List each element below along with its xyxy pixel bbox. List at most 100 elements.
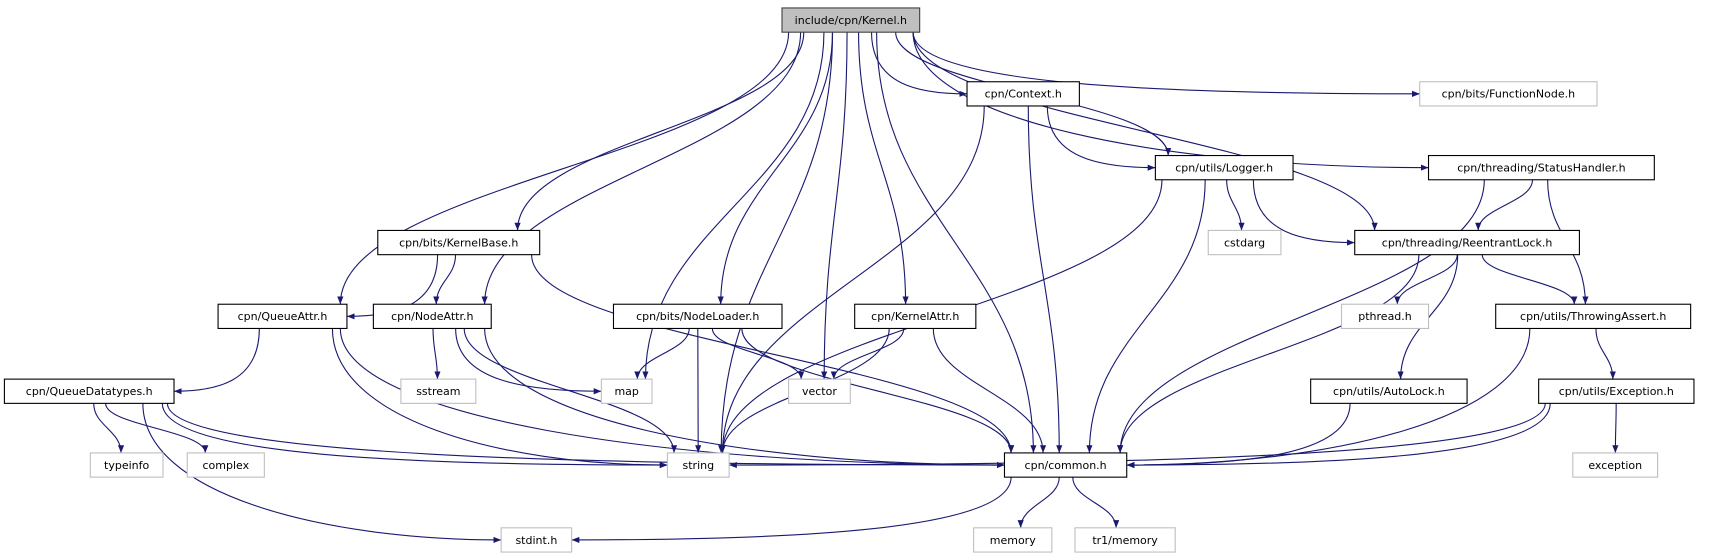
edge-queueattr-to-common — [339, 328, 1005, 469]
node-box — [1427, 154, 1655, 181]
node-box — [1354, 229, 1580, 256]
node-string: string — [666, 452, 730, 478]
edge-logger-to-cstdarg — [1226, 179, 1245, 231]
node-box — [400, 378, 477, 404]
edge-nodeattr-to-map — [455, 328, 602, 395]
node-label: cpn/threading/ReentrantLock.h — [1382, 236, 1553, 249]
edge-kernel-to-vector — [821, 32, 848, 380]
node-reentrantlock[interactable]: cpn/threading/ReentrantLock.h — [1354, 229, 1580, 256]
node-common[interactable]: cpn/common.h — [1003, 452, 1128, 478]
node-context[interactable]: cpn/Context.h — [966, 81, 1080, 107]
node-label: cpn/QueueDatatypes.h — [26, 385, 153, 398]
edge-context-to-logger — [1046, 105, 1156, 171]
node-label: cpn/utils/ThrowingAssert.h — [1520, 310, 1666, 323]
node-label: pthread.h — [1358, 310, 1412, 323]
node-label: cstdarg — [1224, 236, 1265, 249]
node-exception_h[interactable]: cpn/utils/Exception.h — [1538, 378, 1695, 404]
node-box — [854, 303, 977, 330]
node-box — [1419, 81, 1598, 107]
node-nodeattr[interactable]: cpn/NodeAttr.h — [372, 303, 492, 330]
node-label: cpn/threading/StatusHandler.h — [1457, 162, 1625, 175]
edge-queueattr-to-string — [331, 328, 668, 469]
edge-common-to-tr1memory — [1072, 477, 1120, 528]
node-kernelattr[interactable]: cpn/KernelAttr.h — [854, 303, 977, 330]
node-box — [1154, 154, 1294, 181]
edge-kernel-to-kernelattr — [858, 32, 909, 305]
node-box — [1003, 452, 1128, 478]
node-label: typeinfo — [104, 459, 149, 472]
node-pthread: pthread.h — [1340, 303, 1430, 330]
node-label: vector — [802, 385, 837, 398]
node-box — [186, 452, 265, 478]
node-label: cpn/KernelAttr.h — [871, 310, 959, 323]
node-box — [1538, 378, 1695, 404]
node-nodeloader[interactable]: cpn/bits/NodeLoader.h — [612, 303, 783, 330]
node-box — [966, 81, 1080, 107]
node-vector: vector — [788, 378, 851, 404]
node-label: tr1/memory — [1092, 534, 1158, 547]
edge-kernel-to-string — [718, 32, 834, 453]
node-label: cpn/common.h — [1025, 459, 1107, 472]
edge-context-to-string — [719, 105, 985, 453]
node-label: complex — [202, 459, 249, 472]
node-throwingassert[interactable]: cpn/utils/ThrowingAssert.h — [1495, 303, 1692, 330]
node-box — [217, 303, 348, 330]
node-box — [1572, 452, 1659, 478]
edge-exception_h-to-exception — [1612, 403, 1619, 453]
node-label: memory — [990, 534, 1036, 547]
edge-nodeattr-to-common — [484, 328, 1005, 469]
edge-nodeloader-to-vector — [711, 328, 805, 380]
node-label: cpn/Context.h — [985, 88, 1062, 101]
node-statushandler[interactable]: cpn/threading/StatusHandler.h — [1427, 154, 1655, 181]
edge-kernelbase-to-common — [531, 254, 1015, 453]
node-box — [612, 303, 783, 330]
node-box — [89, 452, 164, 478]
node-queueattr[interactable]: cpn/QueueAttr.h — [217, 303, 348, 330]
edge-kernelattr-to-common — [932, 328, 1047, 453]
node-complex: complex — [186, 452, 265, 478]
edge-reentrantlock-to-autolock — [1397, 254, 1459, 380]
node-box — [600, 378, 653, 404]
node-label: cpn/utils/Exception.h — [1559, 385, 1674, 398]
edge-kernel-to-reentrantlock — [912, 32, 1378, 231]
node-label: exception — [1588, 459, 1642, 472]
edge-queueattr-to-queuedatatypes — [174, 328, 260, 395]
edge-queuedatatypes-to-complex — [105, 403, 209, 454]
node-box — [500, 527, 573, 553]
node-map: map — [600, 378, 653, 404]
edge-queuedatatypes-to-typeinfo — [93, 403, 125, 453]
node-box — [1495, 303, 1692, 330]
edge-kernel-to-context — [870, 32, 968, 97]
node-box — [1310, 378, 1468, 404]
node-box — [666, 452, 730, 478]
edge-kernelbase-to-nodeattr — [433, 254, 457, 305]
node-label: cpn/QueueAttr.h — [238, 310, 328, 323]
edge-throwingassert-to-exception_h — [1595, 328, 1616, 380]
edge-common-to-memory — [1017, 477, 1060, 528]
node-label: cpn/bits/NodeLoader.h — [636, 310, 759, 323]
edge-statushandler-to-reentrantlock — [1475, 179, 1534, 231]
node-label: sstream — [416, 385, 460, 398]
edges-layer — [93, 32, 1619, 544]
node-label: cpn/bits/FunctionNode.h — [1442, 88, 1575, 101]
node-typeinfo: typeinfo — [89, 452, 164, 478]
edge-kernel-to-statushandler — [912, 32, 1429, 171]
node-box — [372, 303, 492, 330]
node-kernelbase[interactable]: cpn/bits/KernelBase.h — [377, 229, 541, 256]
node-box — [781, 7, 921, 33]
node-label: cpn/bits/KernelBase.h — [399, 236, 518, 249]
node-cstdarg: cstdarg — [1207, 229, 1282, 256]
node-label: include/cpn/Kernel.h — [795, 14, 907, 27]
node-label: cpn/utils/Logger.h — [1175, 162, 1273, 175]
edge-kernelattr-to-vector — [830, 328, 905, 380]
edge-queuedatatypes-to-stdint — [142, 403, 502, 544]
node-box — [1207, 229, 1282, 256]
node-box — [1340, 303, 1430, 330]
node-autolock[interactable]: cpn/utils/AutoLock.h — [1310, 378, 1468, 404]
node-label: string — [683, 459, 715, 472]
node-logger[interactable]: cpn/utils/Logger.h — [1154, 154, 1294, 181]
nodes-layer: include/cpn/Kernel.h cpn/Context.h cpn/bit… — [3, 7, 1695, 553]
edge-kernel-to-queueattr — [337, 32, 790, 305]
node-queuedatatypes[interactable]: cpn/QueueDatatypes.h — [3, 378, 175, 404]
